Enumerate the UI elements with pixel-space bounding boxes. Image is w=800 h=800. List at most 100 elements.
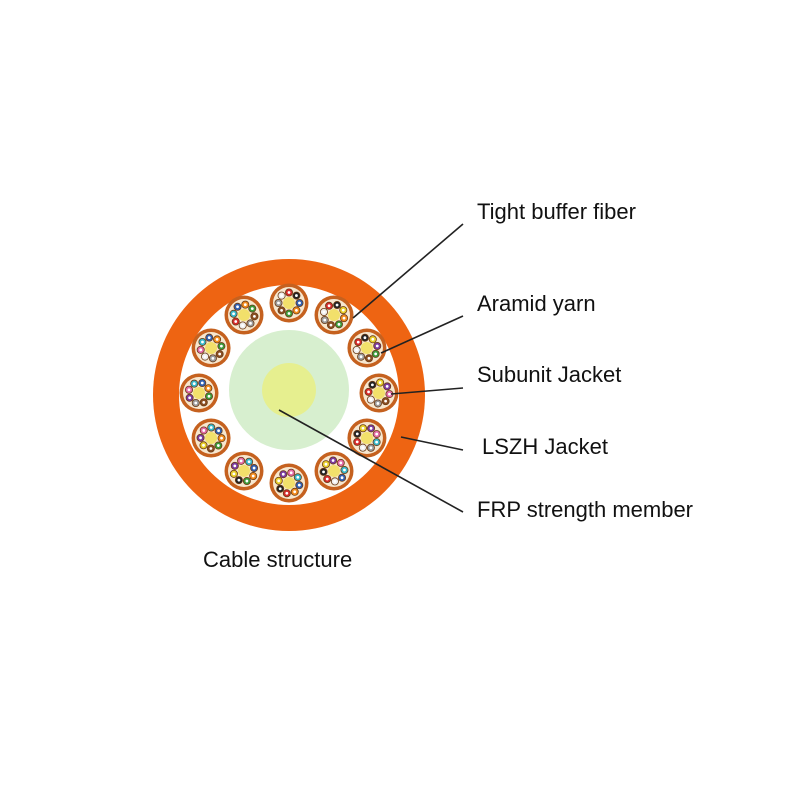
fiber-core (322, 470, 325, 474)
fiber-core (207, 336, 211, 340)
subunit (224, 295, 264, 335)
fiber-core (277, 301, 280, 305)
leader-line-tight-buffer-fiber (352, 223, 464, 319)
fiber-core (339, 461, 343, 465)
subunit (314, 295, 354, 335)
fiber-core (343, 468, 346, 472)
leader-line-lszh-jacket (400, 436, 464, 451)
fiber-core (217, 429, 221, 433)
fiber-core (211, 356, 215, 360)
fiber-core (206, 386, 210, 390)
fiber-core (247, 460, 251, 464)
label-tight-buffer-fiber: Tight buffer fiber (477, 199, 636, 224)
fiber-core (209, 426, 213, 429)
subunit-group (179, 283, 399, 503)
aramid-yarn (205, 342, 218, 354)
fiber-core (233, 464, 237, 468)
fiber-core (252, 466, 256, 470)
fiber-core (342, 316, 346, 320)
label-subunit-jacket: Subunit Jacket (477, 362, 621, 387)
fiber-core (239, 459, 243, 463)
fiber-core (187, 388, 191, 392)
fiber-core (376, 402, 380, 405)
label-aramid-yarn: Aramid yarn (477, 291, 596, 316)
fiber-core (375, 440, 379, 444)
fiber-core (384, 399, 388, 403)
subunit (347, 418, 387, 458)
fiber-core (216, 444, 220, 447)
fiber-core (285, 491, 289, 495)
aramid-yarn (283, 477, 295, 489)
diagram-caption: Cable structure (203, 547, 352, 572)
fiber-core (278, 487, 282, 491)
fiber-core (232, 472, 236, 476)
fiber-core (280, 294, 283, 297)
fiber-core (331, 459, 335, 462)
subunit (269, 283, 309, 323)
label-frp-strength-member: FRP strength member (477, 497, 693, 522)
fiber-core (209, 447, 213, 450)
fiber-core (277, 479, 281, 483)
aramid-yarn (238, 309, 250, 322)
aramid-yarn (328, 309, 340, 322)
fiber-core (355, 348, 359, 352)
aramid-yarn (328, 464, 340, 477)
fiber-core (199, 436, 202, 440)
leader-line-subunit-jacket (390, 387, 464, 395)
fiber-core (374, 352, 378, 356)
fiber-core (337, 322, 341, 326)
fiber-core (359, 355, 363, 359)
aramid-yarn (193, 387, 205, 399)
fiber-core (324, 462, 328, 466)
leader-lines (278, 223, 464, 513)
fiber-core (220, 344, 223, 348)
aramid-yarn (360, 342, 373, 354)
fiber-core (378, 381, 382, 384)
fiber-core (207, 394, 211, 398)
fiber-core (220, 436, 223, 440)
fiber-core (194, 401, 198, 405)
fiber-core (245, 479, 249, 483)
fiber-core (287, 291, 291, 294)
aramid-yarn (283, 297, 295, 309)
fiber-core (253, 314, 256, 318)
fiber-core (355, 440, 359, 444)
fiber-core (369, 426, 373, 430)
fiber-core (201, 340, 204, 344)
fiber-core (323, 318, 327, 322)
fiber-core (215, 338, 219, 341)
frp-core (262, 363, 316, 417)
label-lszh-jacket: LSZH Jacket (482, 434, 608, 459)
fiber-core (333, 480, 337, 483)
fiber-core (236, 305, 239, 309)
fiber-core (241, 324, 245, 327)
fiber-core (363, 336, 367, 340)
subunit (224, 451, 264, 491)
fiber-core (202, 443, 205, 447)
fiber-core (388, 392, 391, 396)
fiber-core (243, 303, 247, 307)
fiber-core (237, 478, 241, 482)
fiber-core (327, 304, 331, 308)
fiber-core (293, 490, 297, 494)
fiber-core (325, 477, 329, 481)
fiber-core (385, 384, 389, 388)
fiber-core (369, 446, 373, 450)
fiber-core (251, 474, 255, 478)
fiber-core (367, 390, 370, 394)
fiber-core (335, 303, 339, 307)
subunit (191, 418, 231, 458)
fiber-core (295, 309, 298, 312)
fiber-core (234, 320, 238, 323)
subunit (179, 373, 219, 413)
fiber-core (361, 446, 365, 450)
fiber-core (367, 356, 371, 360)
fiber-core (298, 301, 301, 305)
aramid-yarn (373, 387, 385, 399)
fiber-core (297, 483, 301, 487)
subunit (191, 328, 231, 368)
fiber-core (250, 307, 254, 310)
subunit (314, 451, 354, 491)
fiber-core (355, 432, 359, 436)
